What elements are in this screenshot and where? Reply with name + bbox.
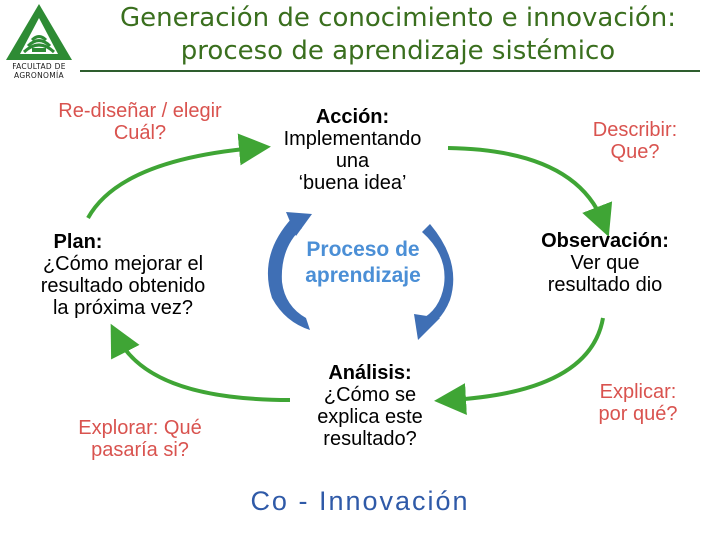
- label-explicar-line1: Explicar:: [599, 381, 677, 403]
- faculty-logo: FACULTAD DE AGRONOMÍA: [4, 2, 74, 80]
- page-title: Generación de conocimiento e innovación:…: [80, 2, 716, 68]
- center-label: Proceso de aprendizaje: [268, 237, 458, 289]
- logo-emblem-icon: [6, 4, 72, 60]
- node-analisis-line1: ¿Cómo se: [323, 384, 417, 406]
- node-accion-line1: Implementando: [283, 128, 422, 150]
- label-explorar: Explorar: Qué pasaría si?: [50, 417, 230, 461]
- node-accion-heading: Acción:: [315, 106, 390, 128]
- node-analisis-line3: resultado?: [323, 428, 417, 450]
- node-plan-heading: Plan:: [53, 231, 103, 253]
- node-observacion-heading: Observación:: [541, 230, 669, 252]
- arrow-analisis-to-plan: [110, 323, 291, 402]
- label-explicar-line2: por qué?: [598, 403, 678, 425]
- node-plan: Plan: ¿Cómo mejorar el resultado obtenid…: [8, 231, 238, 319]
- label-describir: Describir: Que?: [570, 119, 700, 163]
- center-label-line2: aprendizaje: [305, 264, 421, 287]
- node-analisis-heading: Análisis:: [328, 362, 412, 384]
- node-analisis: Análisis: ¿Cómo se explica este resultad…: [280, 362, 460, 450]
- arrow-observacion-to-analisis: [434, 317, 605, 416]
- footer-label: Co - Innovación: [250, 486, 470, 516]
- logo-text-line1: FACULTAD DE: [12, 62, 66, 71]
- title-line2: proceso de aprendizaje sistémico: [180, 36, 616, 66]
- node-analisis-line2: explica este: [317, 406, 423, 428]
- node-accion-line3: ‘buena idea’: [298, 172, 407, 194]
- label-rediseñar: Re-diseñar / elegir Cuál?: [30, 100, 250, 144]
- node-plan-line1: ¿Cómo mejorar el: [42, 253, 204, 275]
- node-plan-line2: resultado obtenido: [40, 275, 206, 297]
- label-rediseñar-line2: Cuál?: [113, 122, 167, 144]
- node-accion: Acción: Implementando una ‘buena idea’: [250, 106, 455, 194]
- title-divider: [80, 70, 700, 72]
- label-explorar-line1: Explorar: Qué: [78, 417, 202, 439]
- logo-text-line2: AGRONOMÍA: [14, 71, 64, 80]
- node-plan-line3: la próxima vez?: [52, 297, 194, 319]
- arrow-accion-to-observacion: [447, 146, 613, 237]
- node-observacion-line2: resultado dio: [547, 274, 663, 296]
- title-line1: Generación de conocimiento e innovación:: [119, 3, 676, 33]
- node-observacion-line1: Ver que: [570, 252, 640, 274]
- node-observacion: Observación: Ver que resultado dio: [515, 230, 695, 296]
- label-explicar: Explicar: por qué?: [578, 381, 698, 425]
- node-accion-line2: una: [335, 150, 370, 172]
- arrow-plan-to-accion: [86, 133, 271, 219]
- label-describir-line1: Describir:: [592, 119, 678, 141]
- label-rediseñar-line1: Re-diseñar / elegir: [58, 100, 222, 122]
- center-label-line1: Proceso de: [306, 238, 420, 261]
- label-explorar-line2: pasaría si?: [91, 439, 189, 461]
- center-cycle-icon: [267, 212, 454, 340]
- label-describir-line2: Que?: [610, 141, 660, 163]
